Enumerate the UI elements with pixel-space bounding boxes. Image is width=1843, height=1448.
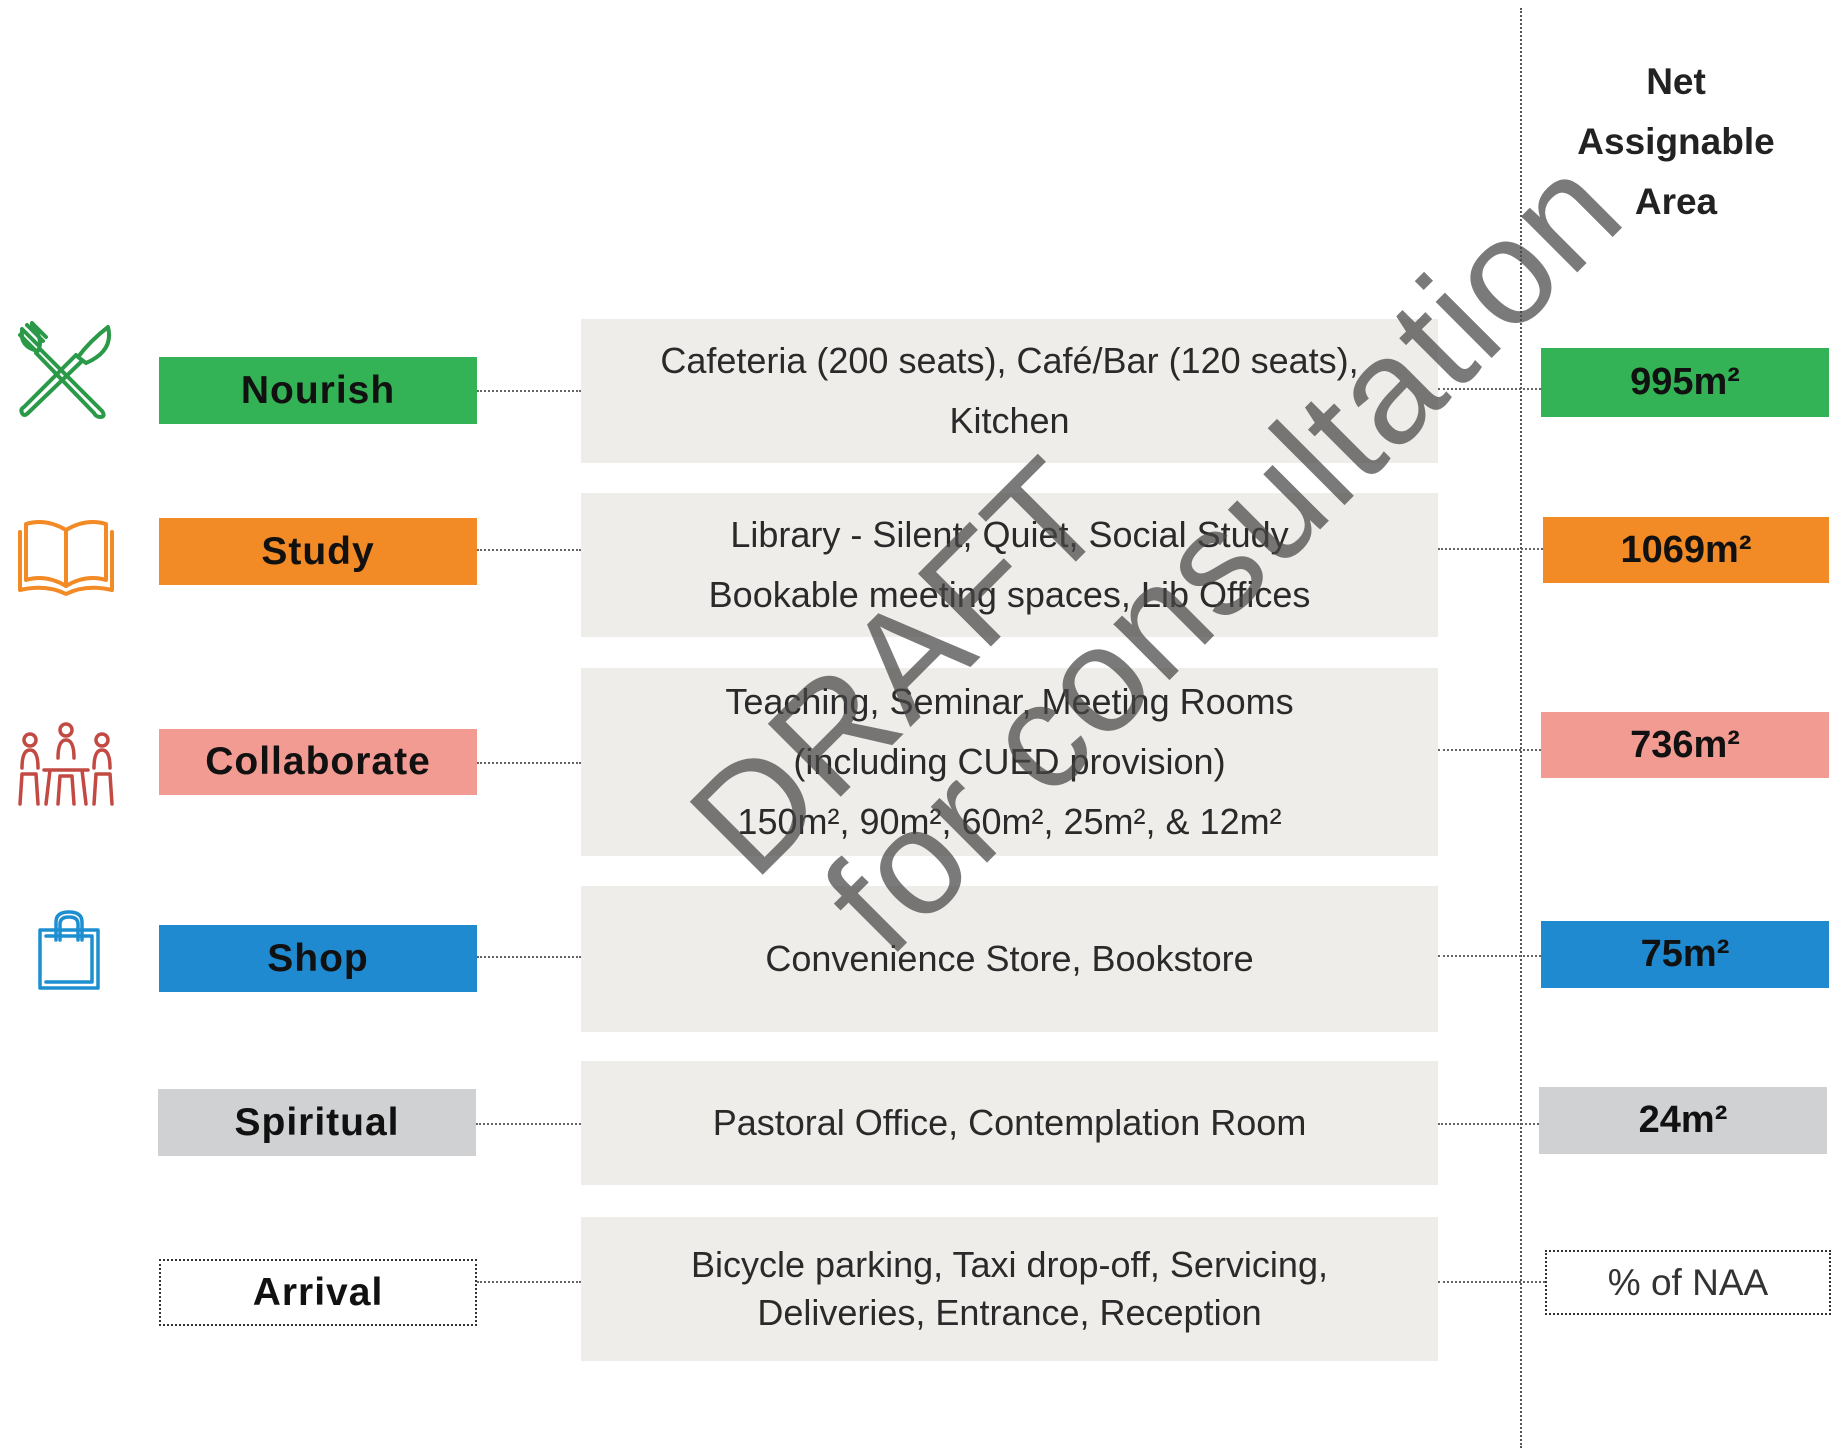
category-label-spiritual: Spiritual bbox=[158, 1089, 476, 1156]
connector-line bbox=[1438, 749, 1541, 751]
connector-line bbox=[477, 549, 581, 551]
connector-line bbox=[476, 1123, 581, 1125]
description-box-shop: Convenience Store, Bookstore bbox=[581, 886, 1438, 1032]
description-line: Deliveries, Entrance, Reception bbox=[757, 1292, 1262, 1333]
description-box-spiritual: Pastoral Office, Contemplation Room bbox=[581, 1061, 1438, 1185]
description-line: Library - Silent, Quiet, Social Study bbox=[730, 514, 1289, 555]
description-box-study: Library - Silent, Quiet, Social Study Bo… bbox=[581, 493, 1438, 637]
description-line: Cafeteria (200 seats), Café/Bar (120 sea… bbox=[660, 340, 1359, 381]
description-line: (including CUED provision) bbox=[793, 741, 1226, 782]
area-value-spiritual: 24m² bbox=[1539, 1087, 1827, 1154]
description-line: Pastoral Office, Contemplation Room bbox=[712, 1102, 1307, 1143]
connector-line bbox=[477, 762, 581, 764]
book-icon bbox=[18, 520, 114, 596]
shopping-bag-icon bbox=[38, 910, 100, 990]
description-box-arrival: Bicycle parking, Taxi drop-off, Servicin… bbox=[581, 1217, 1438, 1361]
connector-line bbox=[477, 1281, 581, 1283]
area-value-collaborate: 736m² bbox=[1541, 712, 1829, 778]
description-line: Convenience Store, Bookstore bbox=[765, 938, 1254, 979]
category-label-nourish: Nourish bbox=[159, 357, 477, 424]
category-label-study: Study bbox=[159, 518, 477, 585]
connector-line bbox=[1438, 548, 1543, 550]
area-value-nourish: 995m² bbox=[1541, 348, 1829, 417]
connector-line bbox=[1438, 955, 1541, 957]
area-column-divider bbox=[1520, 8, 1522, 1448]
description-box-collaborate: Teaching, Seminar, Meeting Rooms (includ… bbox=[581, 668, 1438, 856]
people-meeting-icon bbox=[18, 722, 114, 806]
connector-line bbox=[1438, 388, 1541, 390]
header-line-1: Net bbox=[1646, 61, 1706, 102]
area-value-arrival: % of NAA bbox=[1545, 1250, 1831, 1315]
area-value-study: 1069m² bbox=[1543, 517, 1829, 583]
description-line: 150m², 90m², 60m², 25m², & 12m² bbox=[737, 801, 1282, 842]
cutlery-icon bbox=[18, 321, 111, 419]
category-label-arrival: Arrival bbox=[159, 1259, 477, 1326]
description-line: Bicycle parking, Taxi drop-off, Servicin… bbox=[691, 1244, 1328, 1285]
description-box-nourish: Cafeteria (200 seats), Café/Bar (120 sea… bbox=[581, 319, 1438, 463]
connector-line bbox=[1438, 1123, 1539, 1125]
area-value-shop: 75m² bbox=[1541, 921, 1829, 988]
category-label-collaborate: Collaborate bbox=[159, 729, 477, 795]
header-line-3: Area bbox=[1634, 181, 1718, 222]
description-line: Teaching, Seminar, Meeting Rooms bbox=[725, 681, 1294, 722]
header-line-2: Assignable bbox=[1577, 121, 1775, 162]
connector-line bbox=[1438, 1281, 1545, 1283]
description-line: Bookable meeting spaces, Lib Offices bbox=[708, 574, 1311, 615]
connector-line bbox=[477, 390, 581, 392]
description-line: Kitchen bbox=[949, 400, 1070, 441]
net-assignable-area-header: Net Assignable Area bbox=[1526, 52, 1826, 232]
category-label-shop: Shop bbox=[159, 925, 477, 992]
connector-line bbox=[477, 956, 581, 958]
